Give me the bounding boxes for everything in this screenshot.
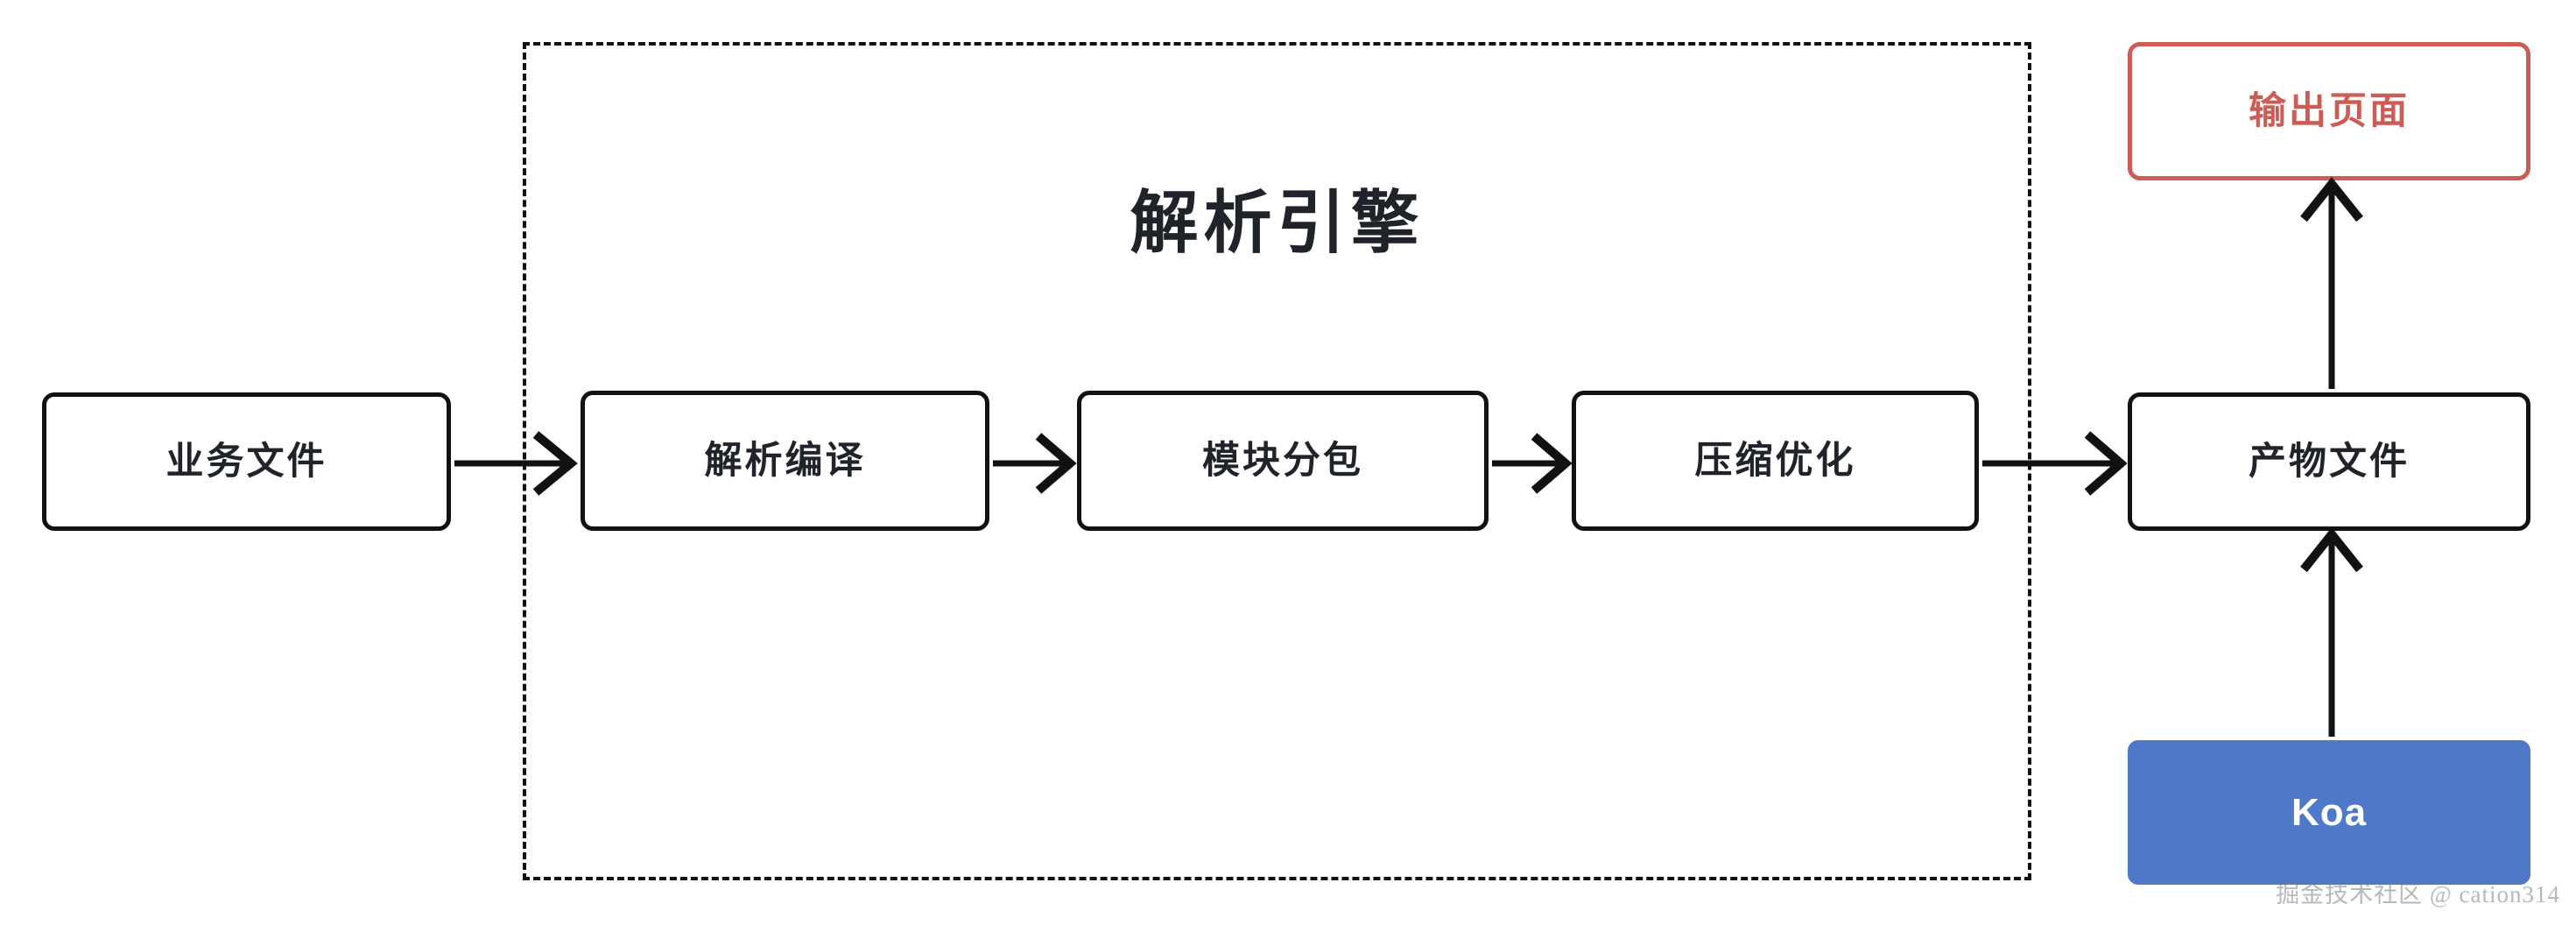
node-label: 业务文件 [165, 440, 327, 483]
node-label: Koa [2291, 790, 2368, 834]
node-label: 压缩优化 [1694, 439, 1856, 482]
node-label: 产物文件 [2249, 440, 2410, 483]
node-parse-compile[interactable]: 解析编译 [581, 391, 989, 531]
node-label: 解析编译 [704, 439, 866, 482]
arrowhead-koa-to-artifact [2300, 526, 2363, 573]
arrowhead-minify-to-artifact [2084, 431, 2128, 496]
arrowhead-artifact-to-output [2300, 176, 2363, 222]
watermark: 掘金技术社区 @ cation314 [2276, 881, 2560, 907]
engine-title: 解析引擎 [1130, 184, 1425, 261]
node-label: 模块分包 [1202, 439, 1363, 482]
node-koa[interactable]: Koa [2128, 740, 2530, 885]
node-compress-optimize[interactable]: 压缩优化 [1572, 391, 1979, 531]
node-label: 输出页面 [2249, 89, 2410, 132]
node-business-files[interactable]: 业务文件 [42, 392, 451, 531]
node-output-page[interactable]: 输出页面 [2128, 42, 2530, 180]
node-module-chunking[interactable]: 模块分包 [1077, 391, 1489, 531]
node-artifact-files[interactable]: 产物文件 [2128, 392, 2530, 531]
